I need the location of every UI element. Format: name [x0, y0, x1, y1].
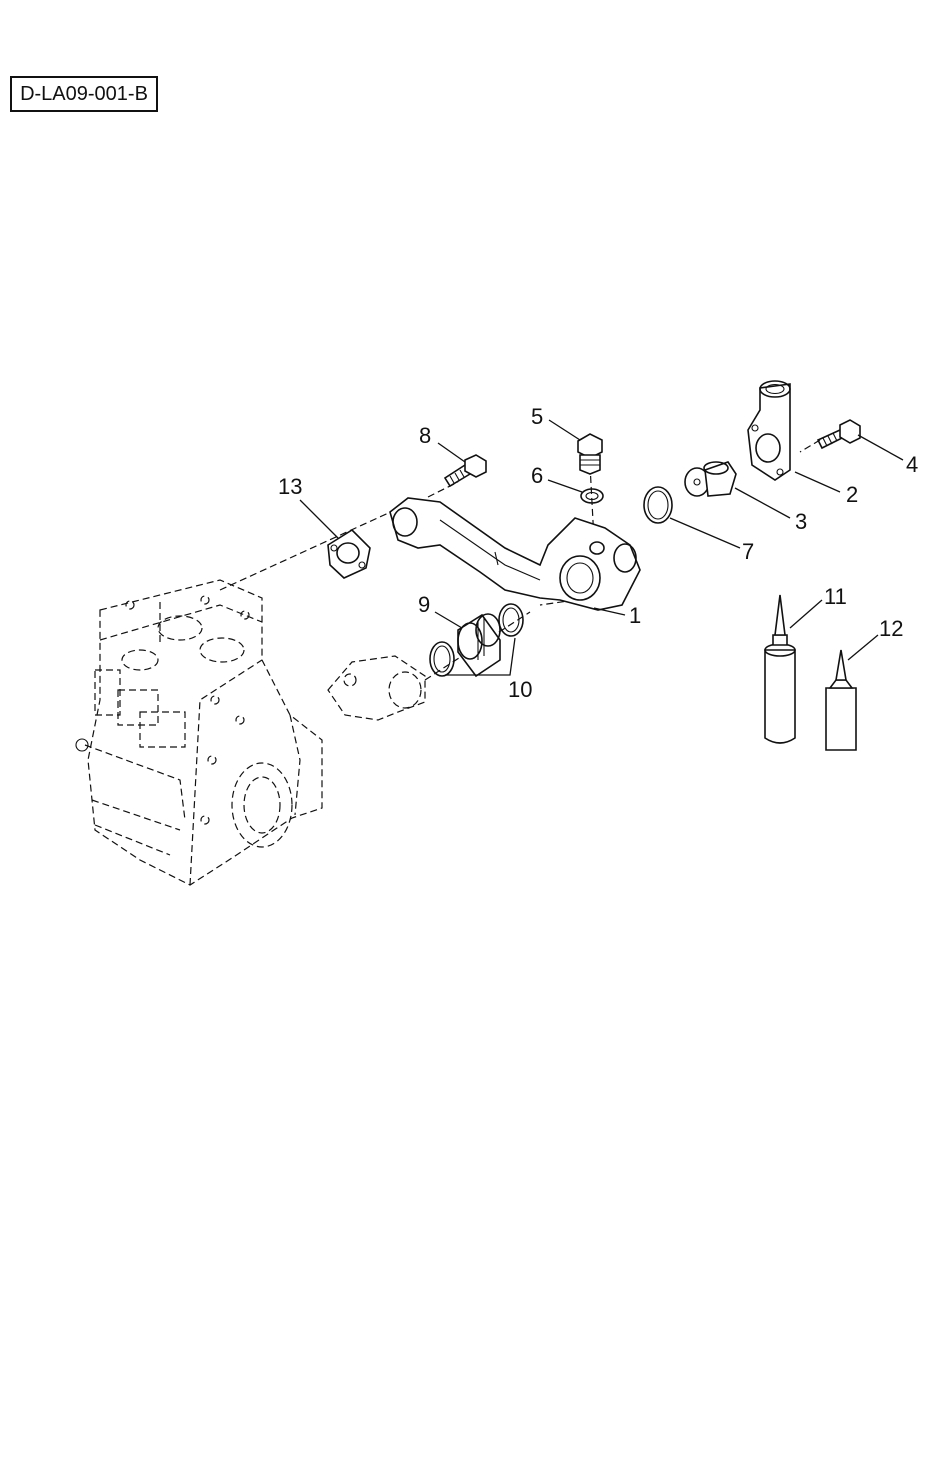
callout-12: 12: [879, 616, 903, 641]
part-7-o-ring: [644, 487, 672, 523]
callout-9: 9: [418, 592, 430, 617]
callout-1: 1: [629, 603, 641, 628]
callout-11: 11: [824, 584, 847, 609]
part-2-thermostat-cover: [748, 381, 790, 480]
callout-4: 4: [906, 452, 918, 477]
callout-3: 3: [795, 509, 807, 534]
part-8-bolt: [445, 455, 486, 486]
callout-8: 8: [419, 423, 431, 448]
callout-6: 6: [531, 463, 543, 488]
callout-7: 7: [742, 539, 754, 564]
callout-2: 2: [846, 482, 858, 507]
engine-block: [76, 580, 322, 885]
part-5-plug: [578, 434, 602, 474]
part-9-sleeve: [458, 614, 500, 676]
part-4-bolt: [818, 420, 860, 448]
part-3-thermostat: [685, 462, 736, 496]
part-11-sealant-tube: [765, 595, 795, 743]
part-12-sealant-bottle: [826, 650, 856, 750]
callout-10: 10: [508, 677, 532, 702]
callout-13: 13: [278, 474, 302, 499]
water-elbow-housing: [328, 656, 425, 720]
callout-5: 5: [531, 404, 543, 429]
